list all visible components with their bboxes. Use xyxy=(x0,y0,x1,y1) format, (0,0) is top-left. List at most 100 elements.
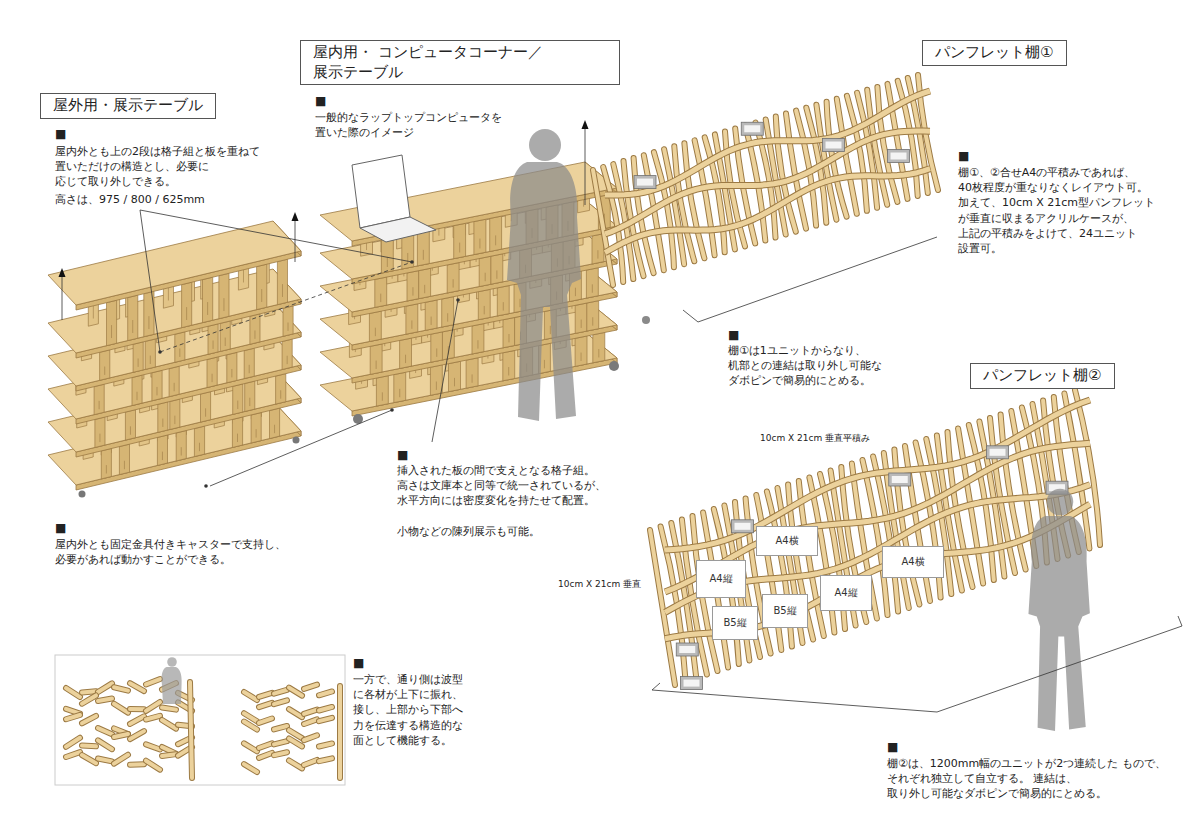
lattice-notch xyxy=(280,390,281,398)
rib-outline xyxy=(1075,390,1100,545)
lattice-block xyxy=(233,384,243,414)
lattice-notch xyxy=(205,408,206,416)
inset-bar xyxy=(146,761,160,770)
bullet-mark: ■ xyxy=(55,520,75,537)
lattice-block xyxy=(400,338,412,368)
lattice-notch xyxy=(376,361,377,369)
lattice-block xyxy=(95,417,105,448)
lattice-block xyxy=(419,268,431,298)
lattice-notch xyxy=(288,323,289,331)
inset-bar xyxy=(259,718,272,722)
lattice-notch xyxy=(592,284,593,292)
lattice-block xyxy=(402,234,414,269)
inset-bar xyxy=(289,738,302,746)
inset-bar xyxy=(146,702,160,711)
title-box: パンフレット棚① xyxy=(922,40,1067,66)
acrylic-case xyxy=(990,449,1006,456)
inset-bar-outline xyxy=(259,693,272,697)
leader-line xyxy=(140,210,160,352)
bullet-mark: ■ xyxy=(887,739,907,756)
lattice-block xyxy=(157,435,167,466)
lattice-block xyxy=(376,376,388,406)
lattice-notch xyxy=(387,257,388,267)
lattice-notch xyxy=(472,374,473,382)
inset-bar-outline xyxy=(190,682,192,778)
band xyxy=(665,504,1090,639)
lattice-notch xyxy=(138,358,139,366)
inset-bar xyxy=(304,710,317,714)
inset-bar-outline xyxy=(98,728,112,734)
inset-bar-outline xyxy=(114,704,128,713)
title-text: 屋内用・ コンピュータコーナー／展示テーブル xyxy=(313,43,607,82)
paper-label: B5縦 xyxy=(773,604,796,618)
lattice-block xyxy=(176,431,186,462)
lattice-notch xyxy=(508,334,509,342)
lattice-block xyxy=(276,374,286,404)
inset-bar-outline xyxy=(244,722,257,730)
inset-bar-outline xyxy=(304,685,317,689)
lattice-block xyxy=(169,366,179,397)
lattice-block xyxy=(283,306,293,336)
inset-bar xyxy=(259,703,272,707)
caster xyxy=(79,491,86,498)
inset-bar-outline xyxy=(82,755,96,763)
note-text: 高さは、975 / 800 / 625mm xyxy=(55,192,305,207)
inset-bar xyxy=(98,759,112,762)
inset-bar xyxy=(82,743,96,748)
dimension-arrow xyxy=(62,274,63,320)
inset-bar-outline xyxy=(289,709,302,717)
arrow-head xyxy=(582,120,589,129)
lattice-block xyxy=(491,254,503,284)
lattice-block xyxy=(182,282,192,328)
inset-bar xyxy=(319,707,332,711)
band xyxy=(605,169,930,253)
inset-bar-outline xyxy=(274,741,287,744)
acrylic-case xyxy=(681,677,703,690)
lattice-notch xyxy=(174,383,175,391)
inset-bar xyxy=(304,685,317,689)
inset-bar-outline xyxy=(98,740,112,749)
acrylic-case xyxy=(741,122,763,135)
inset-bar-outline xyxy=(259,703,272,707)
note-text: 10cm X 21cm 垂直平積み xyxy=(758,432,872,444)
lattice-notch xyxy=(495,235,496,245)
inset-bar-outline xyxy=(82,716,96,723)
lattice-notch xyxy=(111,325,112,338)
lattice-notch xyxy=(256,429,257,437)
bullet-mark: ■ xyxy=(315,93,335,110)
person-silhouette xyxy=(162,657,182,704)
inset-bar xyxy=(66,738,80,747)
inset-bar-outline xyxy=(274,700,287,704)
inset-bar xyxy=(289,761,302,769)
band xyxy=(665,485,1090,613)
lattice-notch xyxy=(212,374,213,382)
lattice-notch xyxy=(93,306,94,319)
inset-bar-outline xyxy=(319,718,332,721)
inset-bar-outline xyxy=(146,679,160,684)
lattice-block xyxy=(430,365,442,395)
inset-bar-outline xyxy=(319,691,332,695)
caster xyxy=(642,316,650,324)
paper-label: A4縦 xyxy=(709,572,732,586)
inset-bar xyxy=(130,683,144,691)
band-outline xyxy=(665,485,1090,613)
lattice-notch xyxy=(137,392,138,400)
dimension-arrow xyxy=(295,218,296,262)
lattice-notch xyxy=(223,298,224,311)
laptop-screen xyxy=(352,155,410,228)
inset-bar xyxy=(244,764,257,772)
inset-bar-outline xyxy=(66,715,80,719)
lattice-notch xyxy=(162,419,163,427)
lattice-block xyxy=(125,410,135,440)
inset-bar xyxy=(98,740,112,749)
acrylic-case xyxy=(732,520,754,533)
paper-sheet: A4横 xyxy=(882,546,944,578)
lattice-notch xyxy=(459,243,460,253)
inset-bar-outline xyxy=(82,691,96,692)
acrylic-case xyxy=(684,680,700,687)
lattice-notch xyxy=(130,426,131,434)
inset-bar xyxy=(162,720,176,729)
lattice-block xyxy=(425,300,437,330)
inset-bar-outline xyxy=(114,734,128,737)
acrylic-case xyxy=(637,179,653,186)
